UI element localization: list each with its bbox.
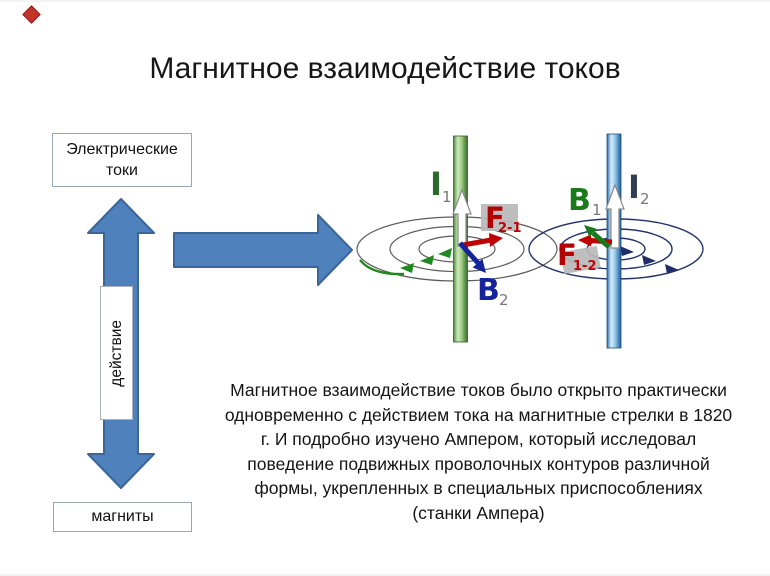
field-vector-b1 — [584, 225, 611, 249]
field-vector-b2 — [458, 241, 486, 273]
corner-diamond-icon — [22, 5, 41, 24]
i1-label: I — [430, 165, 442, 203]
paragraph-line: (станки Ампера) — [412, 502, 545, 523]
field-arrowhead — [400, 263, 414, 273]
field-arrowhead — [438, 248, 452, 258]
paragraph-line: Магнитное взаимодействие токов было откр… — [230, 380, 727, 400]
page-title: Магнитное взаимодействие токов — [149, 52, 621, 85]
paragraph-line: поведение подвижных проволочных контуров… — [247, 453, 710, 474]
f21-label: F — [485, 201, 505, 235]
f12-label-box — [560, 245, 601, 274]
paragraph-line: формы, укрепленных в специальных приспос… — [254, 478, 703, 498]
paragraph-line: одновременно с действием тока на магнитн… — [224, 404, 733, 425]
f12-subscript: 1-2 — [573, 259, 597, 274]
b1-label: B — [568, 183, 591, 218]
f12-label: F — [557, 238, 577, 272]
paragraph-line: г. И подробно изучено Ампером, который и… — [260, 429, 697, 449]
f21-label-box — [481, 204, 518, 231]
b1-subscript: 1 — [592, 201, 602, 219]
horizontal-arrow-shape — [173, 214, 353, 286]
two-wires-diagram: F 2-1 F 1-2 I 1 I 2 B 1 B 2 — [356, 133, 704, 349]
b2-subscript: 2 — [499, 291, 509, 309]
field-arc — [359, 259, 405, 276]
electric-currents-label: Электрические токи — [66, 141, 178, 179]
f12-label-box-group — [560, 245, 601, 274]
b2-label: B — [477, 273, 500, 308]
field-arrowhead — [620, 246, 634, 256]
i1-subscript: 1 — [442, 188, 452, 206]
electric-currents-box: Электрические токи — [52, 133, 192, 187]
force-arrow-f21 — [462, 233, 503, 248]
i2-subscript: 2 — [640, 190, 650, 208]
field-direction-arrows-wire2 — [620, 246, 679, 274]
field-direction-arrows-wire1 — [359, 248, 452, 276]
magnets-label: магниты — [91, 508, 154, 525]
magnets-box: магниты — [53, 502, 192, 532]
field-arrowhead — [642, 255, 656, 265]
f21-subscript: 2-1 — [498, 221, 522, 236]
current-arrow-wire2 — [605, 183, 625, 249]
horizontal-arrow — [173, 214, 353, 286]
action-label: действие — [107, 319, 125, 387]
i2-label: I — [628, 168, 640, 206]
field-arrowhead — [420, 255, 434, 265]
field-arrowhead — [665, 264, 679, 274]
action-label-box: действие — [100, 286, 133, 420]
description-paragraph: Магнитное взаимодействие токов было откр… — [196, 378, 761, 525]
